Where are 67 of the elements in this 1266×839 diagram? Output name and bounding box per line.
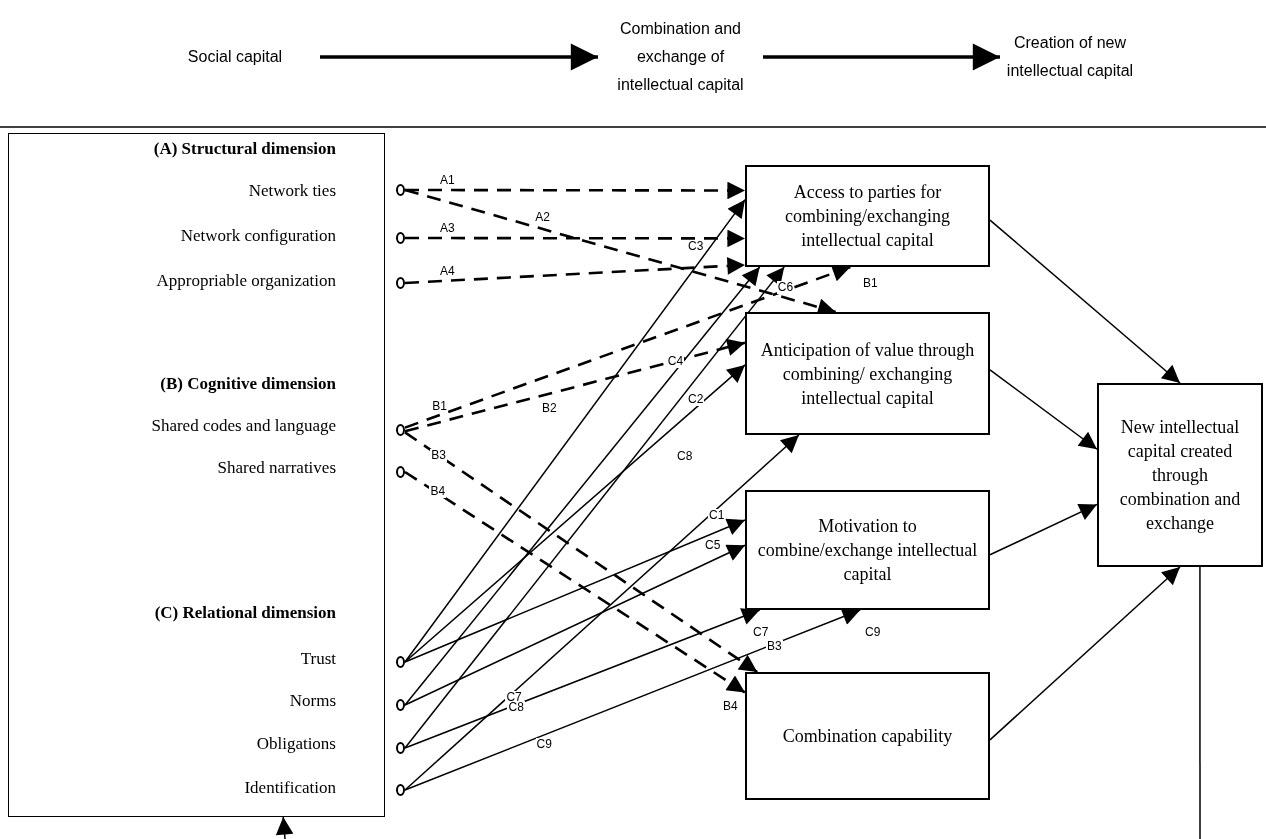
dimension-heading: (B) Cognitive dimension	[160, 373, 336, 395]
edge-label: B2	[541, 401, 558, 415]
edge-label: B3	[430, 448, 447, 462]
origin-circle	[396, 699, 405, 711]
dashed-arrow	[404, 338, 746, 433]
origin-circle	[396, 466, 405, 478]
path-code: C8	[676, 450, 694, 463]
dashed-arrow	[404, 431, 758, 674]
dashed-arrow	[405, 229, 745, 248]
arrow	[404, 198, 746, 663]
edge-label: C2	[687, 392, 705, 406]
arrow	[763, 43, 1000, 71]
dimension-item: Network configuration	[180, 225, 336, 247]
origin-circle	[396, 277, 405, 289]
stage-heading: Creation of new intellectual capital	[1000, 14, 1140, 100]
path-code: B1	[862, 277, 879, 290]
path-code: B3	[766, 640, 783, 653]
arrow	[989, 566, 1181, 741]
arrow	[989, 503, 1098, 556]
arrow	[275, 816, 294, 839]
dashed-arrow	[404, 470, 746, 694]
edge-label: B1	[431, 399, 448, 413]
dimension-item: Appropriable organization	[156, 270, 336, 292]
edge-label: C9	[535, 738, 553, 751]
construct-box: Combination capability	[745, 672, 990, 800]
origin-circle	[396, 232, 405, 244]
arrow	[404, 434, 800, 791]
stage-heading: Combination and exchange of intellectual capital	[598, 14, 763, 100]
path-code: C9	[864, 626, 882, 639]
dimension-item: Norms	[289, 690, 336, 712]
dimension-item: Shared narratives	[217, 457, 336, 479]
dimension-item: Trust	[300, 648, 336, 670]
path-code: C7	[752, 626, 770, 639]
edge-label: B4	[429, 485, 447, 499]
origin-circle	[396, 656, 405, 668]
construct-box: Anticipation of value through combining/ exchanging intellectual capital	[745, 312, 990, 435]
arrow	[320, 43, 598, 71]
arrow	[404, 544, 746, 706]
dimensions-panel	[8, 133, 385, 817]
dashed-arrow	[405, 181, 745, 200]
path-code: B4	[722, 700, 739, 713]
dimension-item: Network ties	[248, 180, 336, 202]
origin-circle	[396, 184, 405, 196]
origin-circle	[396, 784, 405, 796]
dashed-arrow	[404, 257, 746, 285]
construct-box: New intellectual capital created through combination and exchange	[1097, 383, 1263, 567]
dimension-heading: (C) Relational dimension	[154, 602, 336, 624]
dimension-heading: (A) Structural dimension	[153, 138, 336, 160]
stage-heading: Social capital	[150, 42, 320, 72]
dimension-item: Obligations	[256, 733, 336, 755]
arrow	[989, 369, 1098, 450]
arrow	[404, 608, 761, 749]
connector-line	[1199, 566, 1201, 839]
edge-label: C4	[666, 354, 685, 368]
origin-circle	[396, 742, 405, 754]
arrow	[989, 219, 1181, 384]
arrow	[404, 364, 746, 663]
dimension-item: Identification	[244, 777, 336, 799]
arrow	[404, 608, 861, 791]
construct-box: Access to parties for combining/exchanging intellectual capital	[745, 165, 990, 267]
edge-label: A2	[534, 210, 551, 224]
arrow	[404, 518, 746, 663]
construct-box: Motivation to combine/exchange intellectual capital	[745, 490, 990, 610]
dimension-item: Shared codes and language	[151, 415, 336, 437]
edge-label: C3	[687, 239, 705, 253]
origin-circle	[396, 424, 405, 436]
edge-label: C6	[776, 281, 795, 295]
